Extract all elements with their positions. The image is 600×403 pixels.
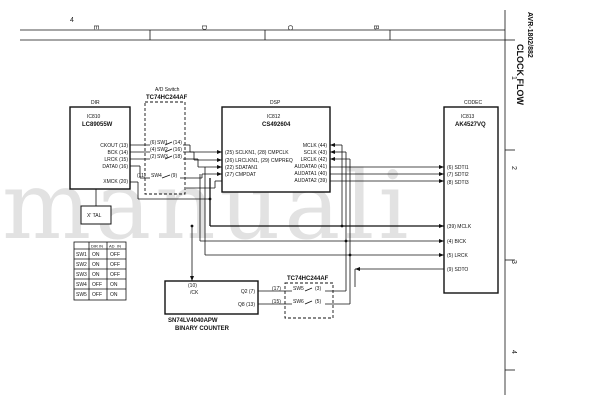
dsp-pin-mclk: MCLK (44): [303, 143, 328, 149]
ad-pin-14: (14): [173, 140, 182, 146]
dsp-block: [221, 106, 331, 193]
ad-pin-6: (6): [150, 140, 156, 146]
table-cell: SW1: [76, 252, 87, 258]
table-header-ad: AD: [109, 244, 115, 249]
table-cell: ON: [110, 292, 118, 298]
counter-block: [164, 280, 259, 315]
dir-pin-ckout: CKOUT (13): [100, 143, 128, 149]
codec-block: [443, 106, 499, 294]
model-number: AVR-1802/882: [526, 12, 533, 58]
buffer2-sw5-label: SW5: [293, 286, 304, 292]
column-letter-c: C: [286, 25, 293, 30]
codec-pin-sdti2: (7) SDTI2: [447, 172, 469, 178]
row-number-4: 4: [510, 350, 517, 354]
dir-pin-data0: DATA0 (16): [102, 164, 128, 170]
dsp-pin-lrclkn1: (26) LRCLKN1, (29) CMPREQ: [225, 158, 293, 164]
dir-pin-xmck: XMCK (20): [103, 179, 128, 185]
table-cell: OFF: [92, 292, 102, 298]
ad-sw1-label: SW1: [157, 140, 168, 146]
page-ref: 4: [70, 17, 74, 24]
buffer2-sw6-label: SW6: [293, 299, 304, 305]
dsp-pin-sclk: SCLK (43): [304, 150, 328, 156]
codec-pin-sdto: (9) SDTO: [447, 267, 468, 273]
table-cell: OFF: [92, 282, 102, 288]
xtal-label: X' TAL: [87, 213, 102, 219]
table-header-in: IN: [99, 244, 103, 249]
dsp-pin-cmpdat: (27) CMPDAT: [225, 172, 256, 178]
codec-pin-sdti1: (6) SDTI1: [447, 165, 469, 171]
ad-pin-16: (16): [173, 147, 182, 153]
dsp-ic: IC812: [267, 114, 281, 120]
ad-pin-9: (9): [171, 173, 177, 179]
watermark: manuali: [2, 152, 412, 261]
codec-pin-sdti3: (8) SDTI3: [447, 180, 469, 186]
dsp-pin-audata0: AUDATA0 (41): [294, 164, 327, 170]
codec-pin-bick: (4) BICK: [447, 239, 467, 245]
table-cell: OFF: [110, 252, 120, 258]
row-number-3: 3: [510, 260, 517, 264]
ad-sw3-label: SW3: [157, 154, 168, 160]
row-number-2: 2: [510, 166, 517, 170]
dir-ic: IC810: [87, 114, 101, 120]
table-cell: SW4: [76, 282, 87, 288]
ad-pin-18: (18): [173, 154, 182, 160]
buffer2-pin-3: (3): [315, 286, 321, 292]
table-cell: SW2: [76, 262, 87, 268]
codec-title: CODEC: [464, 100, 482, 106]
dir-pin-bck: BCK (14): [107, 150, 128, 156]
ad-sw4-label: SW4: [151, 173, 162, 179]
page-title: CLOCK FLOW: [515, 44, 525, 105]
table-cell: ON: [92, 252, 100, 258]
top-border: [20, 10, 515, 395]
ad-switch-title: A/D Switch: [155, 87, 180, 93]
table-cell: OFF: [110, 272, 120, 278]
counter-in-pin: (10): [188, 283, 197, 289]
table-header-in2: IN: [117, 244, 121, 249]
buffer2-part: TC74HC244AF: [287, 276, 329, 282]
buffer2-pin-17: (17): [272, 286, 281, 292]
switch-table: [73, 241, 127, 301]
table-cell: SW5: [76, 292, 87, 298]
dsp-pin-audata2: AUDATA2 (39): [294, 178, 327, 184]
table-cell: ON: [92, 262, 100, 268]
ad-switch-block: [144, 101, 186, 195]
dsp-part: CS492604: [262, 122, 291, 128]
counter-part: SN74LV4040APW: [168, 318, 218, 324]
dir-pin-lrck: LRCK (15): [104, 157, 128, 163]
ad-sw2-label: SW2: [157, 147, 168, 153]
dsp-title: DSP: [270, 100, 281, 106]
counter-caption: BINARY COUNTER: [175, 326, 230, 332]
table-cell: ON: [92, 272, 100, 278]
buffer2-pin-5: (5): [315, 299, 321, 305]
dsp-pin-sclkn1: (25) SCLKN1, (28) CMPCLK: [225, 150, 289, 156]
column-letter-d: D: [200, 25, 207, 30]
codec-part: AK4527VQ: [455, 122, 486, 128]
ad-pin-2: (2): [150, 154, 156, 160]
column-letter-e: E: [92, 25, 99, 30]
dir-part: LC89055W: [82, 122, 113, 128]
column-letter-b: B: [372, 25, 379, 30]
codec-pin-lrck: (5) LRCK: [447, 253, 469, 259]
dsp-pin-audata1: AUDATA1 (40): [294, 171, 327, 177]
ad-pin-4: (4): [150, 147, 156, 153]
dsp-pin-sdatan1: (22) SDATAN1: [225, 165, 258, 171]
dir-block: [69, 106, 131, 190]
counter-in-label: /CK: [190, 290, 199, 296]
table-header-dir: DIR: [91, 244, 98, 249]
ad-switch-part: TC74HC244AF: [146, 95, 188, 101]
counter-out-q8: Q8 (13): [238, 302, 255, 308]
ad-pin-11: (11): [137, 173, 146, 179]
dsp-pin-lrclk: LRCLK (42): [301, 157, 328, 163]
buffer2-block: [284, 282, 334, 319]
codec-ic: IC813: [461, 114, 475, 120]
dir-title: DIR: [91, 100, 100, 106]
buffer2-pin-15: (15): [272, 299, 281, 305]
counter-out-q2: Q2 (7): [241, 289, 256, 295]
row-number-1: 1: [510, 76, 517, 80]
codec-pin-mclk: (39) MCLK: [447, 224, 472, 230]
table-cell: SW3: [76, 272, 87, 278]
table-cell: ON: [110, 282, 118, 288]
table-cell: OFF: [110, 262, 120, 268]
